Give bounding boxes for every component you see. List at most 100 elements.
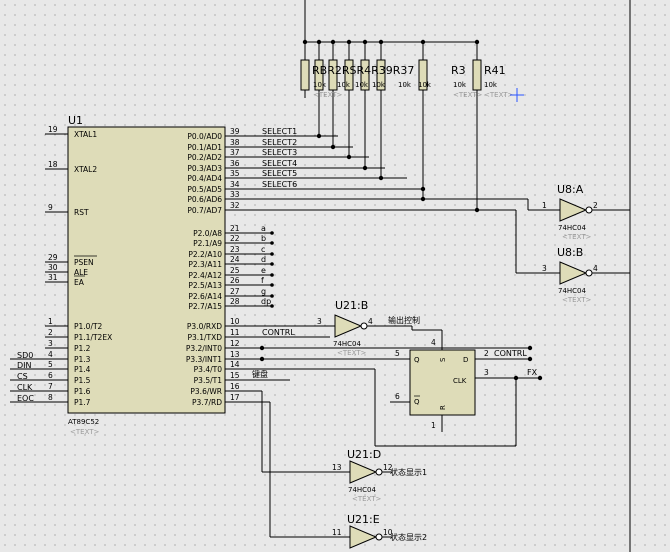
p2-net-label: g [261,287,266,296]
status-label: 状态显示1 [390,467,427,477]
u1-pin-number: 29 [48,253,58,262]
inverter-part: 74HC04 [333,340,362,348]
junction-dot [259,345,265,351]
resistor-value: 10k [418,81,432,89]
inverter-bubble [375,533,383,541]
inverter-text-tag: <TEXT> [562,296,592,304]
junction-dot [346,154,352,160]
junction-dot [362,165,368,171]
u1-pin-name: P3.2/INT0 [186,344,222,353]
junction-dot [474,39,480,45]
select-net-label: SELECT5 [262,169,297,178]
u1-pin-name: XTAL1 [74,130,97,139]
inverter-bubble [585,206,593,214]
u1-pin-number: 9 [48,203,53,212]
net-end-dot [270,231,274,235]
p1-net-label: CS [17,372,28,381]
net-end-dot [270,252,274,256]
u1-pin-number: 13 [230,350,240,359]
p1-net-label: SD0 [17,351,33,360]
u1-pin-name: PSEN [74,258,94,267]
u1-pin-name: P0.0/AD0 [187,132,222,141]
u1-pin-number: 14 [230,360,240,369]
u1-pin-number: 28 [230,297,240,306]
u1-right-pins: 39P0.0/AD038P0.1/AD137P0.2/AD236P0.3/AD3… [186,127,248,407]
net-end-dot [270,241,274,245]
u1-pin-name: P3.3/INT1 [186,355,222,364]
inverter-ref: U8:B [557,246,583,259]
u1-pin-number: 26 [230,276,240,285]
u1-pin-name: XTAL2 [74,165,97,174]
select-net-label: SELECT2 [262,138,297,147]
junction-dot [378,39,384,45]
resistor-body [472,59,482,91]
junction-dot [420,39,426,45]
ff-d-label: D [463,356,468,364]
u1-microcontroller: U1 AT89C52 <TEXT> 19XTAL118XTAL29RST29PS… [45,114,248,436]
u1-pin-name: P1.4 [74,365,91,374]
u1-pin-number: 21 [230,224,240,233]
p2-net-label: c [261,245,265,254]
u1-pin-name: P2.7/A15 [188,302,222,311]
u1-pin-name: P1.6 [74,387,91,396]
inverter-out-num: 12 [383,463,393,472]
u1-pin-name: P2.1/A9 [193,239,222,248]
u1-pin-number: 6 [48,371,53,380]
junction-dot [513,375,519,381]
junction-dot [330,144,336,150]
junction-dot [362,39,368,45]
u1-pin-number: 4 [48,350,53,359]
ff-d-net: CONTRL [494,349,527,358]
u1-pin-number: 10 [230,317,240,326]
u1-ref: U1 [68,114,83,127]
u1-pin-name: P2.2/A10 [188,250,222,259]
u1-pin-number: 39 [230,127,240,136]
select-net-label: SELECT3 [262,148,297,157]
d-flipflop: Q Q D CLK S R 5 6 2 CONTRL 3 FX 4 1 输出控制 [388,315,540,432]
u1-pin-name: ALE [74,268,88,277]
p1-net-label: EOC [17,394,34,403]
u1-pin-name: P3.7/RD [192,398,222,407]
p35-net-label: 键盘 [252,369,268,379]
p1-net-label: DIN [17,361,32,370]
u1-pin-name: P0.3/AD3 [187,164,222,173]
u1-pin-number: 12 [230,339,240,348]
resistor-value: 10k [398,81,412,89]
ff-qbar-num: 6 [395,392,400,401]
junction-dot [420,196,426,202]
p31-net-label: CONTRL [262,328,295,337]
net-end-dot [270,262,274,266]
ff-r-num: 1 [431,421,436,430]
u1-pin-number: 37 [230,148,240,157]
net-end-dot [270,304,274,308]
junction-dots [259,133,543,381]
inverter-in-num: 11 [332,528,342,537]
p2-net-label: e [261,266,266,275]
junction-dot [259,356,265,362]
u1-pin-name: P0.2/AD2 [187,153,222,162]
u1-text-tag: <TEXT> [70,428,100,436]
u1-pin-number: 18 [48,160,58,169]
u1-pin-name: P1.3 [74,355,91,364]
junction-dot [316,39,322,45]
ff-clk-net: FX [527,368,538,377]
p2-net-label: a [261,224,266,233]
u1-pin-number: 11 [230,328,240,337]
ff-clk-num: 3 [484,368,489,377]
inverter-text-tag: <TEXT> [562,233,592,241]
inverter-out-num: 2 [593,201,598,210]
u1-pin-number: 35 [230,169,240,178]
u1-pin-name: P0.5/AD5 [187,185,222,194]
ff-qbar-label: Q [414,398,420,406]
inverter-part: 74HC04 [558,287,587,295]
ff-s-num: 4 [431,338,436,347]
ff-r-label: R [439,405,447,410]
u1-pin-number: 8 [48,393,53,402]
u1-pin-number: 23 [230,245,240,254]
u1-pin-number: 36 [230,159,240,168]
u1-pin-number: 16 [230,382,240,391]
